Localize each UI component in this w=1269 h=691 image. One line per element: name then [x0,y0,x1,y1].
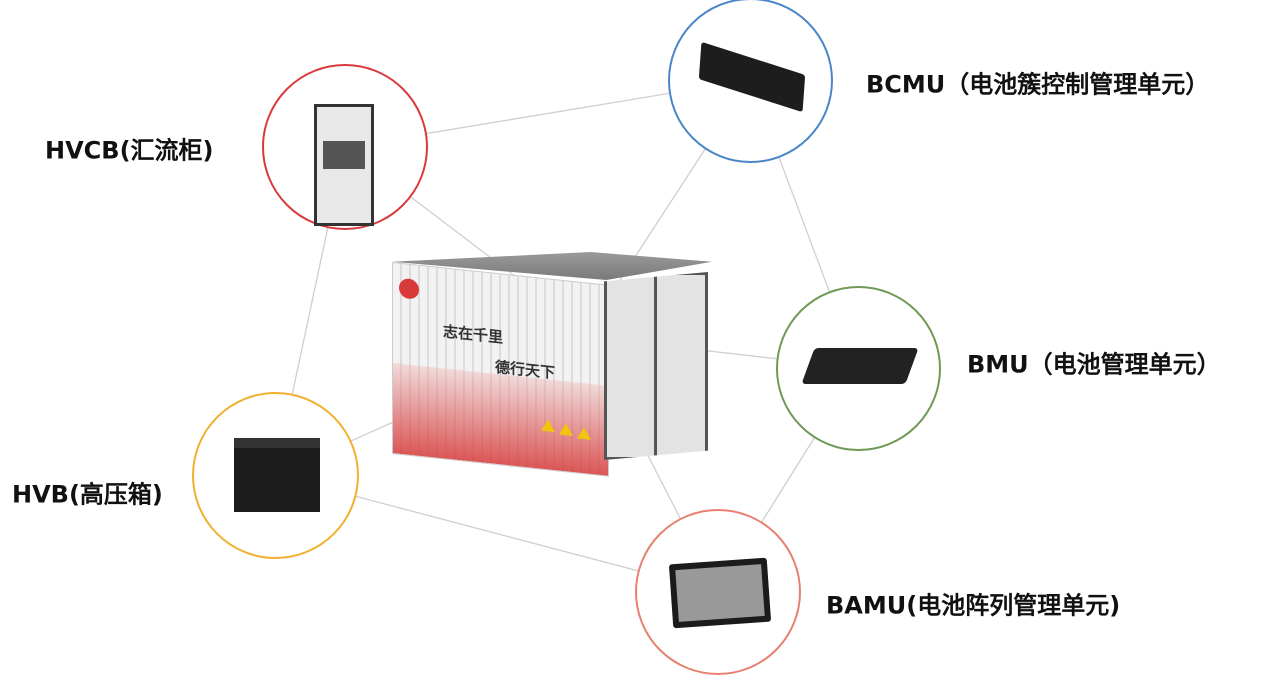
warning-icon [541,418,555,433]
node-hvcb [262,64,428,230]
warning-icon [577,426,591,440]
bamu-touchscreen-image [668,557,772,629]
cabinet-image [314,104,374,226]
label-bcmu: BCMU（电池簇控制管理单元） [866,70,1210,99]
decorative-wave [393,363,608,476]
node-bmu [776,286,941,451]
label-bmu: BMU（电池管理单元） [967,350,1221,379]
warning-icon [559,422,573,437]
node-bcmu [668,0,833,163]
label-bamu: BAMU(电池阵列管理单元) [826,591,1121,620]
slogan-line-1: 志在千里 [443,322,504,347]
node-hvb [192,392,359,559]
container-doors [604,272,708,460]
label-hvcb: HVCB(汇流柜) [45,136,214,165]
bmu-device-image [801,348,919,384]
storage-container-image: 志在千里 德行天下 [392,252,714,477]
label-hvb: HVB(高压箱) [12,480,163,509]
hvb-device-image [234,438,320,512]
node-bamu [635,509,801,675]
bcmu-device-image [698,41,806,113]
container-side: 志在千里 德行天下 [392,262,609,477]
brand-logo-icon [399,277,419,300]
